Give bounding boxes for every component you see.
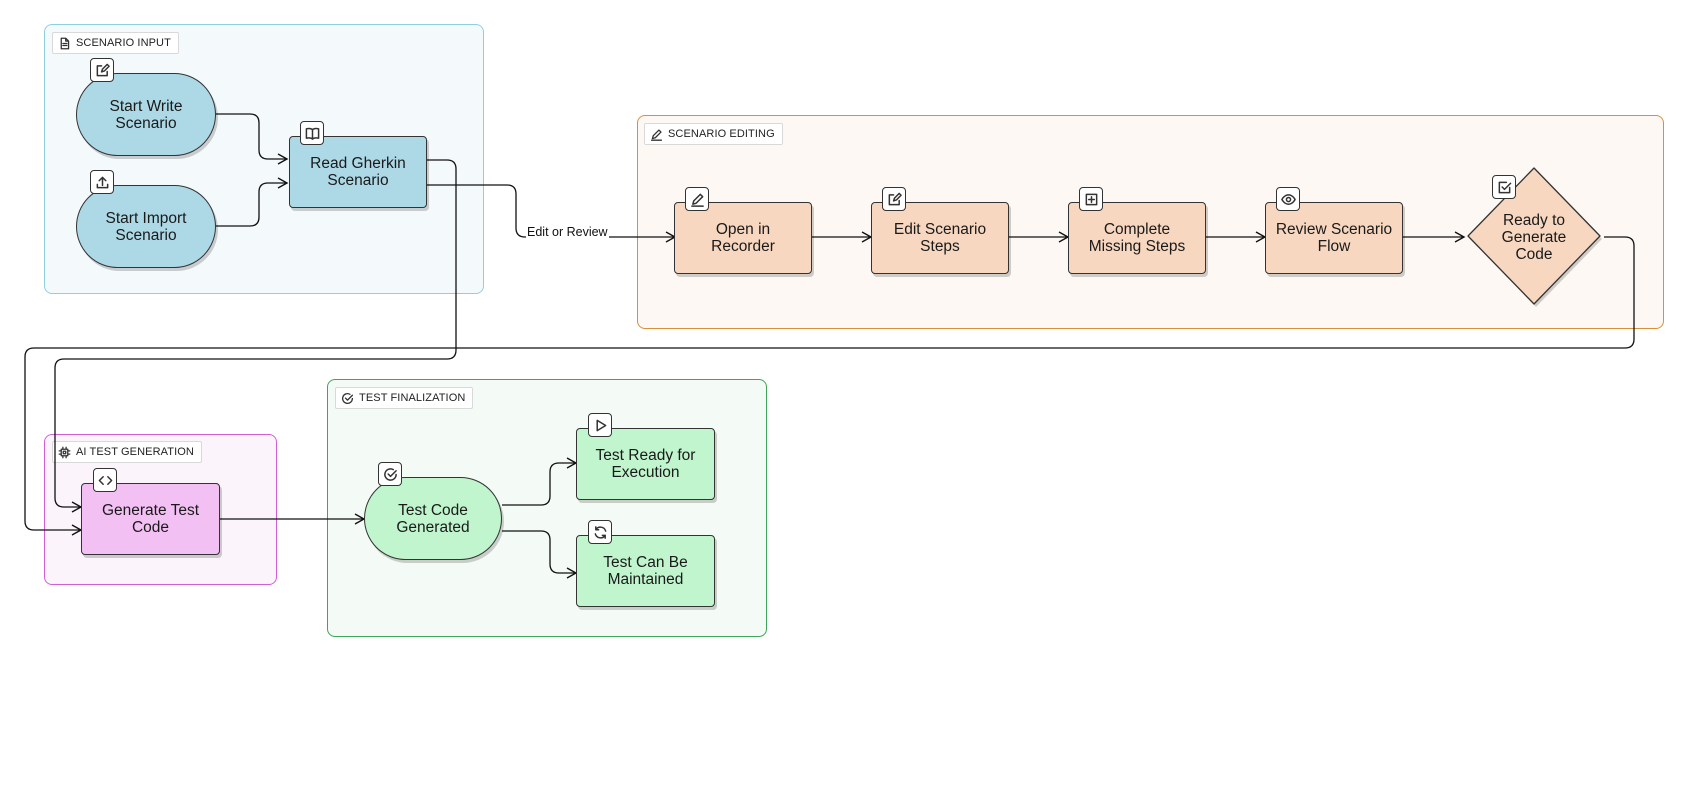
edge-ready-generate-to-generate-test <box>24 236 1635 536</box>
refresh-icon <box>588 520 612 544</box>
upload-icon <box>90 170 114 194</box>
edge-start-write-to-read-gherkin <box>216 113 289 165</box>
group-label-scenario-input: SCENARIO INPUT <box>52 32 179 54</box>
node-ready-to-generate-code[interactable]: Ready to Generate Code <box>1464 166 1604 308</box>
node-start-write-scenario[interactable]: Start Write Scenario <box>76 73 216 156</box>
check-circle-icon <box>342 392 354 404</box>
node-start-import-scenario[interactable]: Start Import Scenario <box>76 185 216 268</box>
node-label: Complete Missing Steps <box>1088 221 1186 255</box>
group-title: SCENARIO INPUT <box>76 37 171 49</box>
edit-icon <box>90 58 114 82</box>
group-label-scenario-editing: SCENARIO EDITING <box>644 123 783 145</box>
code-icon <box>93 468 117 492</box>
node-label-wrap: Ready to Generate Code <box>1464 166 1604 308</box>
group-title: TEST FINALIZATION <box>359 392 466 404</box>
node-edit-scenario-steps[interactable]: Edit Scenario Steps <box>871 202 1009 274</box>
node-label: Test Code Generated <box>396 501 470 536</box>
node-label: Ready to Generate Code <box>1501 211 1567 263</box>
edit-icon <box>882 187 906 211</box>
pen-icon <box>685 187 709 211</box>
edge-start-import-to-read-gherkin <box>216 177 289 227</box>
node-label: Read Gherkin Scenario <box>310 155 406 189</box>
node-label: Start Write Scenario <box>109 97 183 132</box>
check-square-icon <box>1492 175 1516 199</box>
node-open-in-recorder[interactable]: Open in Recorder <box>674 202 812 274</box>
node-review-scenario-flow[interactable]: Review Scenario Flow <box>1265 202 1403 274</box>
group-label-test-finalization: TEST FINALIZATION <box>335 387 474 409</box>
edge-label-edit-or-review: Edit or Review <box>526 225 609 239</box>
node-label: Test Can Be Maintained <box>603 554 688 588</box>
diamond-shape <box>1467 167 1602 307</box>
eye-icon <box>1276 187 1300 211</box>
group-title: SCENARIO EDITING <box>668 128 775 140</box>
play-icon <box>588 413 612 437</box>
node-label: Edit Scenario Steps <box>893 221 987 255</box>
book-icon <box>300 121 324 145</box>
edge-code-generated-to-ready-execution <box>502 457 578 506</box>
plus-square-icon <box>1079 187 1103 211</box>
node-label: Review Scenario Flow <box>1275 221 1393 255</box>
chip-icon <box>58 446 71 458</box>
document-icon <box>60 37 70 49</box>
node-generate-test-code[interactable]: Generate Test Code <box>81 483 220 555</box>
group-label-ai-test-generation: AI TEST GENERATION <box>52 441 202 463</box>
node-label: Start Import Scenario <box>105 209 187 244</box>
edge-read-gherkin-to-generate-test <box>54 159 457 513</box>
edge-code-generated-to-can-maintain <box>502 530 578 579</box>
node-read-gherkin-scenario[interactable]: Read Gherkin Scenario <box>289 136 427 208</box>
group-title: AI TEST GENERATION <box>76 446 194 458</box>
node-complete-missing-steps[interactable]: Complete Missing Steps <box>1068 202 1206 274</box>
check-circle-icon <box>378 462 402 486</box>
node-test-can-be-maintained[interactable]: Test Can Be Maintained <box>576 535 715 607</box>
edge-read-gherkin-to-open-recorder <box>427 184 677 243</box>
node-test-code-generated[interactable]: Test Code Generated <box>364 477 502 560</box>
node-label: Test Ready for Execution <box>595 447 696 481</box>
pen-icon <box>650 128 663 141</box>
node-label: Open in Recorder <box>711 221 775 255</box>
node-test-ready-for-execution[interactable]: Test Ready for Execution <box>576 428 715 500</box>
node-label: Generate Test Code <box>101 502 200 536</box>
